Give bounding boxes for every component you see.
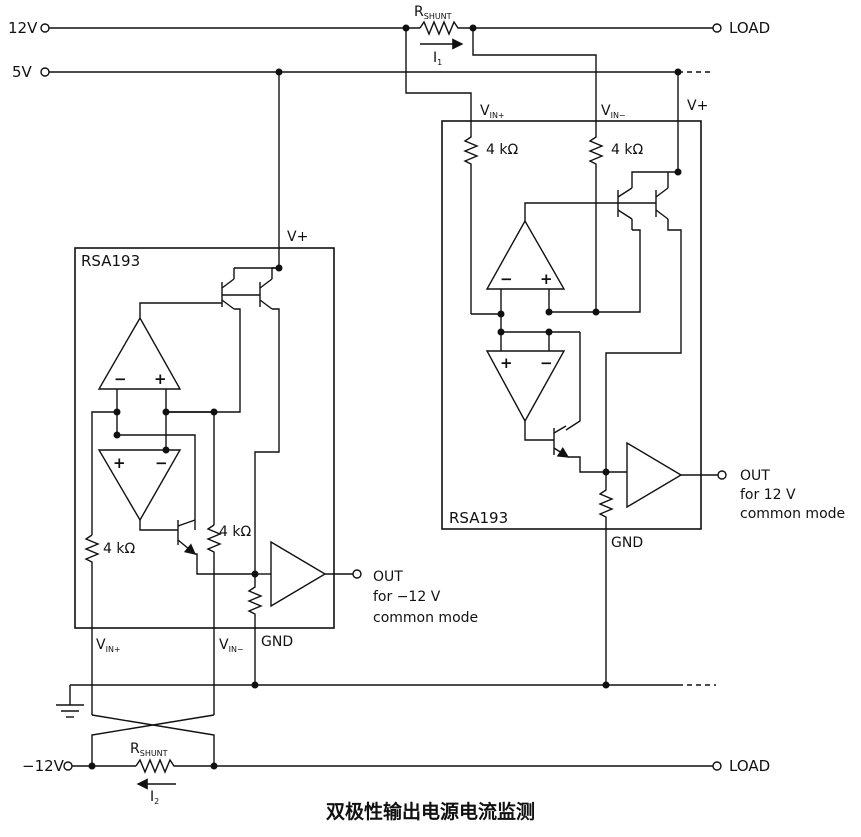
left-out-line3: common mode [373,610,478,626]
ground-rail [56,684,716,718]
rail-12v-label: 12V [8,19,38,37]
right-r2-label: 4 kΩ [611,142,643,158]
right-ic-name: RSA193 [449,509,508,527]
svg-text:RSHUNT: RSHUNT [414,4,452,21]
rail-neg12v: −12V LOAD [22,757,770,775]
svg-text:−: − [114,370,127,388]
right-opamp-2 [485,350,566,423]
terminal-load-top [712,23,722,33]
right-r1-label: 4 kΩ [486,142,518,158]
rail-5v: 5V [12,63,712,81]
shunt-resistor-top: RSHUNT I1 [414,4,464,67]
left-ic-name: RSA193 [81,252,140,270]
left-r2-label: 4 kΩ [219,524,251,540]
right-ic-box [441,120,702,530]
terminal-load-bottom [712,761,722,771]
svg-text:+: + [113,454,126,472]
left-vplus-label: V+ [287,229,308,245]
left-ic-rsa193: RSA193 V+ − + + − [74,229,362,715]
svg-text:−: − [540,354,553,372]
svg-text:RSHUNT: RSHUNT [130,741,168,758]
left-opamp-1 [97,316,182,390]
right-gnd-label: GND [611,535,643,551]
left-out-line2: for −12 V [373,589,441,605]
terminal-12v [40,23,50,33]
right-vplus-label: V+ [687,98,708,114]
svg-text:+: + [540,270,553,288]
terminal-5v [40,67,50,77]
svg-text:VIN−: VIN− [601,103,626,120]
svg-text:VIN+: VIN+ [96,637,121,654]
svg-text:−: − [155,454,168,472]
svg-text:I2: I2 [150,789,159,806]
right-out-line2: for 12 V [740,487,796,503]
shunt-resistor-bottom: RSHUNT I2 [130,741,176,806]
rail-5v-label: 5V [12,63,33,81]
svg-text:VIN+: VIN+ [480,103,505,120]
left-gnd-label: GND [261,634,293,650]
svg-text:−: − [500,270,513,288]
figure-caption: 双极性输出电源电流监测 [325,801,535,823]
right-ic-rsa193: RSA193 VIN+ VIN− V+ 4 kΩ 4 kΩ − + [441,98,727,685]
right-out-label: OUT [740,468,770,484]
terminal-neg12v [63,761,73,771]
left-out-terminal [352,569,362,579]
ground-symbol [56,704,84,718]
left-ic-box [74,247,335,629]
left-r1-label: 4 kΩ [103,541,135,557]
right-out-terminal [717,470,727,480]
left-output-buffer [270,540,327,608]
svg-text:VIN−: VIN− [219,637,244,654]
left-opamp-2 [97,449,182,522]
svg-text:I1: I1 [433,50,442,67]
right-output-buffer [626,441,683,509]
svg-text:+: + [154,370,167,388]
svg-text:+: + [500,354,513,372]
load-bottom-label: LOAD [729,757,770,775]
right-opamp-1 [485,219,566,290]
left-out-label: OUT [373,569,403,585]
rail-neg12v-label: −12V [22,757,65,775]
right-out-line3: common mode [740,506,845,522]
rail-12v: 12V LOAD [8,19,770,37]
load-top-label: LOAD [729,19,770,37]
